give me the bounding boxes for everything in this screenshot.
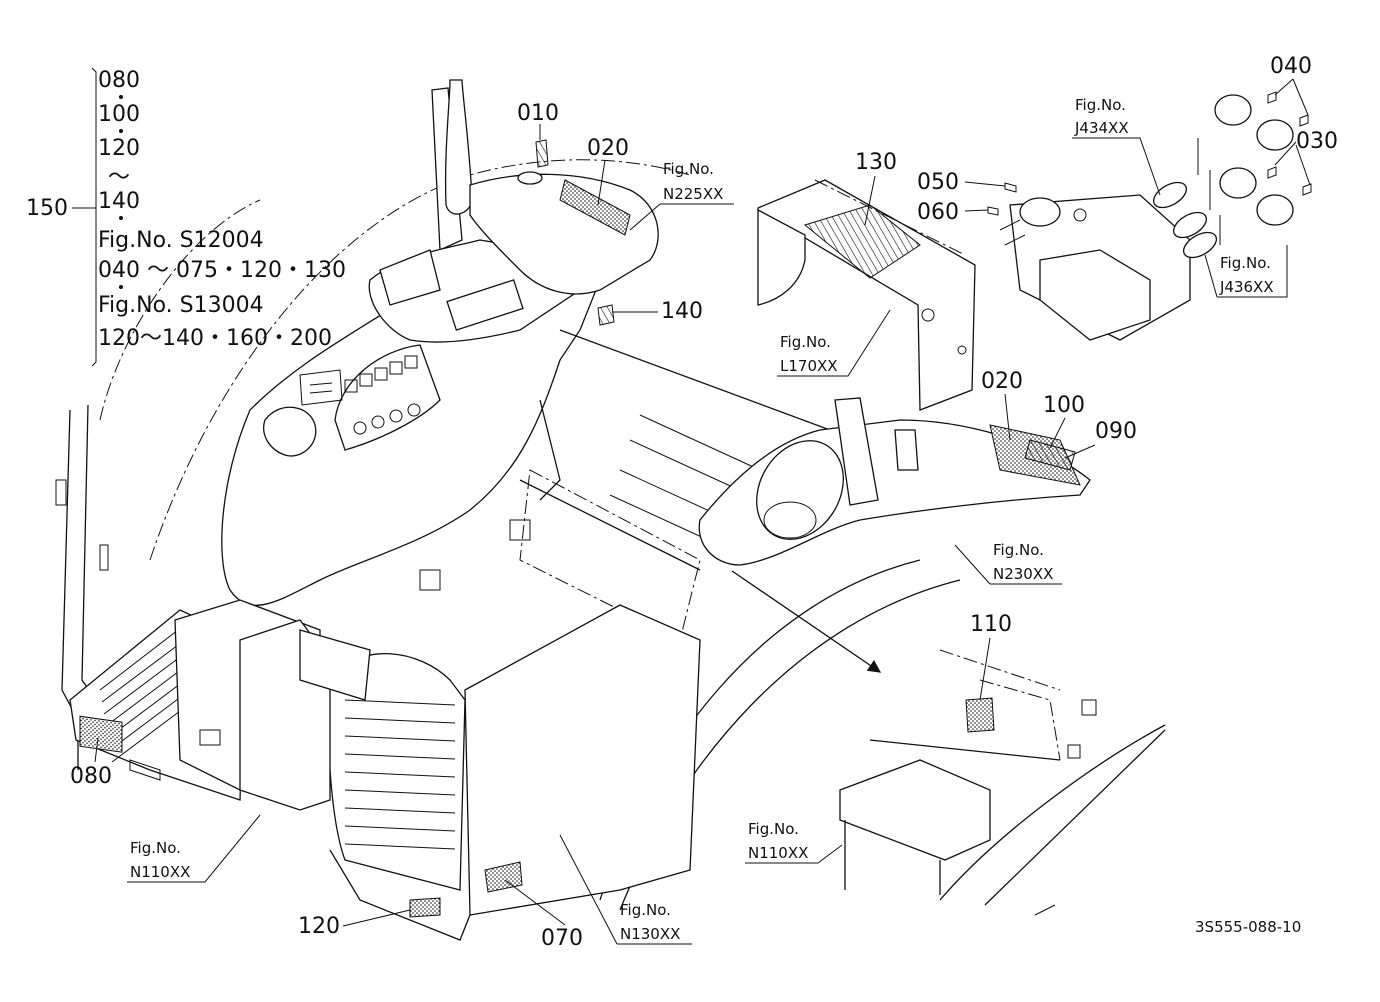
figref-N225XX-line2: N225XX [663, 185, 723, 203]
callout-010: 010 [517, 101, 559, 126]
callout-070: 070 [541, 926, 583, 951]
callout-100: 100 [1043, 393, 1085, 418]
callout-120: 120 [298, 914, 340, 939]
figref-J436XX-line1: Fig.No. [1220, 254, 1271, 272]
side-list-line-1: 100 [98, 102, 140, 127]
callout-040: 040 [1270, 54, 1312, 79]
figure-refs: Fig.No. N225XX Fig.No. J434XX Fig.No. J4… [127, 96, 1288, 945]
side-list-line-8: 120〜140・160・200 [98, 326, 332, 351]
callout-050: 050 [917, 170, 959, 195]
figref-J436XX-line2: J436XX [1219, 278, 1274, 296]
callout-020-right: 020 [981, 369, 1023, 394]
callout-020-top: 020 [587, 136, 629, 161]
callout-060: 060 [917, 200, 959, 225]
side-list-line-0: 080 [98, 68, 140, 93]
figref-L170XX-line2: L170XX [780, 357, 838, 375]
callout-140: 140 [661, 299, 703, 324]
fittings [1197, 91, 1312, 245]
callouts: 010 020 020 030 040 050 060 070 080 090 … [70, 54, 1338, 951]
side-list-line-6: 040 〜 075・120・130 [98, 258, 346, 283]
side-list-line-2: 120 [98, 136, 140, 161]
callout-080: 080 [70, 764, 112, 789]
figref-N230XX-line2: N230XX [993, 565, 1053, 583]
figref-N110XX-left-line1: Fig.No. [130, 839, 181, 857]
callout-110: 110 [970, 612, 1012, 637]
side-list-line-5: Fig.No. S12004 [98, 228, 264, 253]
figref-L170XX-line1: Fig.No. [780, 333, 831, 351]
side-list: 150 080 100 120 〜 140 Fig.No. S12004 040… [26, 67, 346, 367]
figref-N130XX-line1: Fig.No. [620, 901, 671, 919]
figref-N110XX-left-line2: N110XX [130, 863, 190, 881]
figref-J434XX-line1: Fig.No. [1075, 96, 1126, 114]
callout-030: 030 [1296, 129, 1338, 154]
figref-N110XX-right-line1: Fig.No. [748, 820, 799, 838]
callout-090: 090 [1095, 419, 1137, 444]
drawing-code: 3S555-088-10 [1195, 918, 1301, 936]
side-list-ref: 150 [26, 196, 68, 221]
figref-N230XX-line1: Fig.No. [993, 541, 1044, 559]
figref-N110XX-right-line2: N110XX [748, 844, 808, 862]
figref-N130XX-line2: N130XX [620, 925, 680, 943]
cabin-drawing [55, 79, 1312, 941]
figref-N225XX-line1: Fig.No. [663, 160, 714, 178]
side-list-line-3: 〜 [108, 165, 130, 190]
callout-130: 130 [855, 150, 897, 175]
side-list-line-4: 140 [98, 189, 140, 214]
figref-J434XX-line2: J434XX [1074, 119, 1129, 137]
side-list-line-7: Fig.No. S13004 [98, 293, 264, 318]
